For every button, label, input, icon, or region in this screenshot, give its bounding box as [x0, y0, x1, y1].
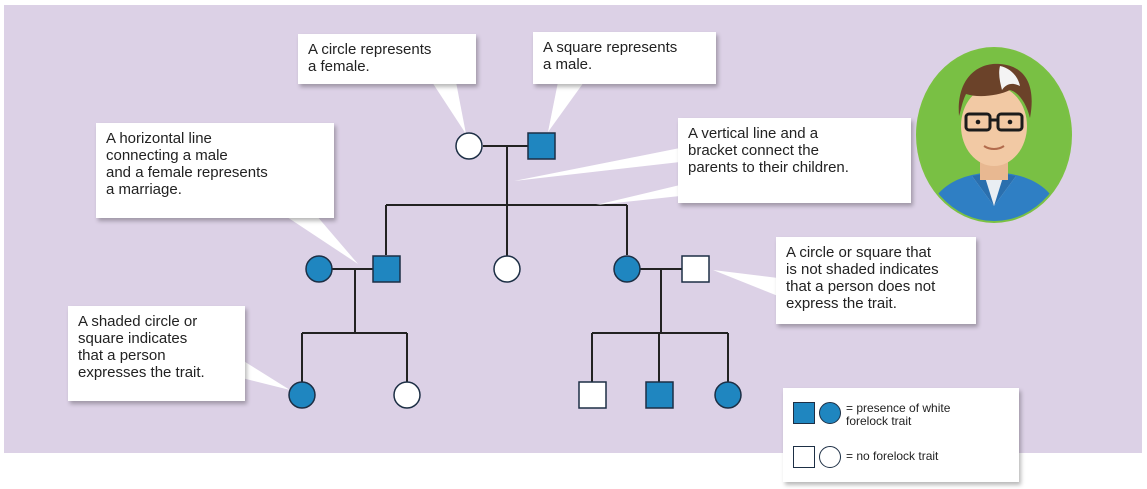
gen1-male-affected[interactable]	[527, 132, 556, 160]
callout-vertical-line-text: A vertical line and a bracket connect th…	[688, 125, 849, 176]
man-with-white-forelock-avatar	[916, 47, 1072, 223]
legend-affected-square-icon	[793, 402, 815, 424]
legend: = presence of white forelock trait = no …	[783, 388, 1019, 482]
connector-lines	[301, 145, 729, 382]
gen2-son-affected[interactable]	[372, 255, 401, 283]
pointer-square-male	[548, 82, 584, 132]
callout-pointers	[242, 82, 778, 390]
callout-square-male-text: A square represents a male.	[543, 39, 678, 73]
gen2-daughter-affected[interactable]	[613, 255, 641, 283]
gen3-right-son-affected[interactable]	[645, 381, 674, 409]
legend-row-unaffected: = no forelock trait	[793, 446, 938, 468]
pointer-vertical-line-1	[514, 148, 680, 181]
gen2-daughter-unaffected[interactable]	[493, 255, 521, 283]
pointer-horizontal-line	[284, 215, 358, 264]
callout-circle-female: A circle represents a female.	[298, 34, 476, 84]
pedigree-individuals	[288, 132, 742, 409]
gen3-left-daughter-affected[interactable]	[288, 381, 316, 409]
gen3-right-son-unaffected[interactable]	[578, 381, 607, 409]
pointer-not-shaded	[713, 270, 778, 296]
callout-circle-female-text: A circle represents a female.	[308, 41, 432, 75]
gen3-right-daughter-affected[interactable]	[714, 381, 742, 409]
callout-shaded-text: A shaded circle or square indicates that…	[78, 313, 205, 381]
legend-row-affected: = presence of white forelock trait	[793, 402, 950, 428]
gen2-spouse-female-affected[interactable]	[305, 255, 333, 283]
callout-horizontal-line-text: A horizontal line connecting a male and …	[106, 130, 268, 198]
legend-affected-label: = presence of white forelock trait	[846, 401, 951, 428]
pointer-circle-female	[432, 82, 466, 134]
legend-unaffected-square-icon	[793, 446, 815, 468]
gen1-female-unaffected[interactable]	[455, 132, 483, 160]
callout-square-male: A square represents a male.	[533, 32, 716, 84]
callout-shaded: A shaded circle or square indicates that…	[68, 306, 245, 401]
callout-not-shaded-text: A circle or square that is not shaded in…	[786, 244, 939, 312]
legend-unaffected-circle-icon	[819, 446, 841, 468]
callout-horizontal-line: A horizontal line connecting a male and …	[96, 123, 334, 218]
gen2-spouse-male-unaffected[interactable]	[681, 255, 710, 283]
legend-affected-circle-icon	[819, 402, 841, 424]
legend-unaffected-label: = no forelock trait	[846, 449, 939, 463]
pointer-vertical-line-2	[596, 185, 680, 205]
callout-vertical-line: A vertical line and a bracket connect th…	[678, 118, 911, 203]
gen3-left-daughter-unaffected[interactable]	[393, 381, 421, 409]
callout-not-shaded: A circle or square that is not shaded in…	[776, 237, 976, 324]
pointer-shaded	[242, 360, 290, 390]
